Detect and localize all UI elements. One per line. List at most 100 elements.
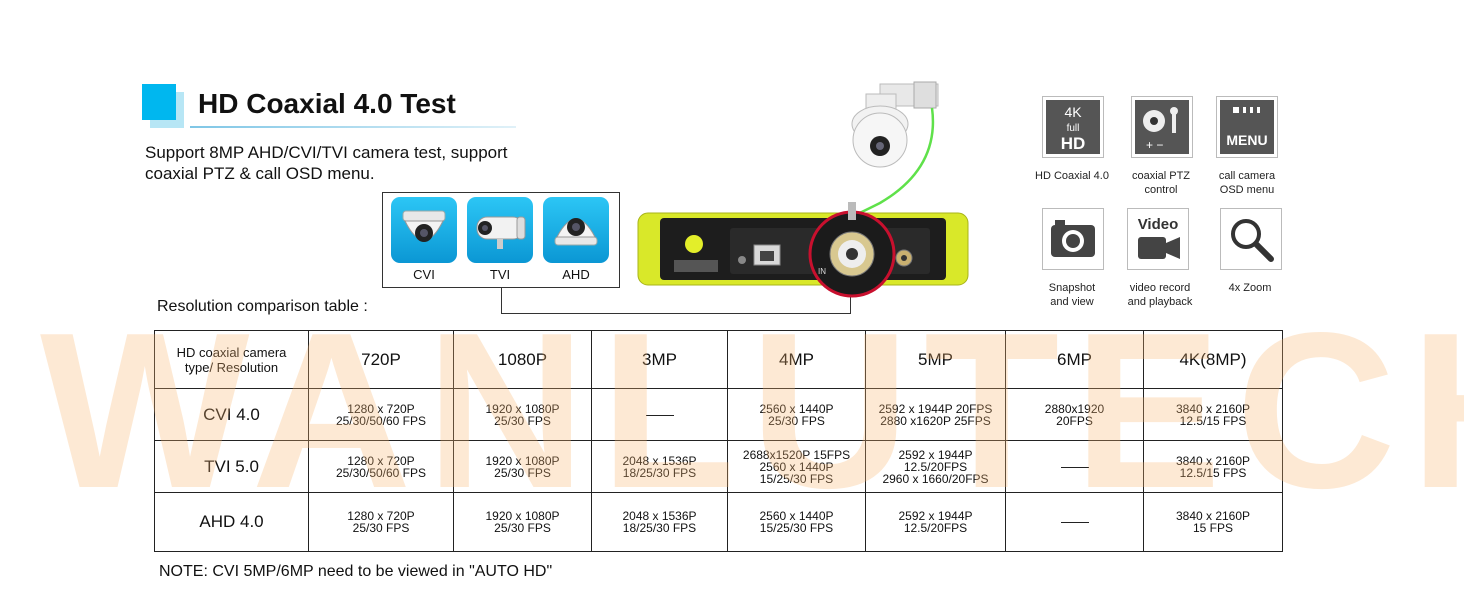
dome-camera-icon: [391, 197, 457, 263]
cell-line: 1920 x 1080P: [485, 509, 560, 523]
cell-line: 18/25/30 FPS: [622, 521, 697, 535]
cell-line: 25/30/50/60 FPS: [335, 413, 427, 428]
zoom-magnifier-icon: [1220, 208, 1282, 270]
column-header: 4K(8MP): [1143, 330, 1283, 389]
not-supported-dash: [1060, 522, 1089, 524]
subtitle-line-2: coaxial PTZ & call OSD menu.: [145, 164, 375, 183]
cell-line: 2048 x 1536P: [622, 453, 697, 468]
4k-full-hd-icon: 4K full HD: [1042, 96, 1104, 158]
svg-text:HD: HD: [1061, 134, 1086, 153]
cell-line: 3840 x 2160P: [1175, 401, 1251, 416]
svg-text:MENU: MENU: [1226, 132, 1267, 148]
ptz-camera-icon: [851, 81, 939, 168]
column-header: 5MP: [865, 330, 1006, 389]
camera-label-cvi: CVI: [413, 267, 435, 282]
cell-line: 1920 x 1080P: [485, 453, 560, 468]
menu-icon: MENU: [1216, 96, 1278, 158]
cell-line: 2880 x1620P 25FPS: [880, 413, 991, 428]
ptz-control-icon: + −: [1131, 96, 1193, 158]
row-header: CVI 4.0: [154, 388, 309, 441]
cell-line: 2880x1920: [1044, 401, 1105, 416]
cell-line: 2560 x 1440P: [759, 401, 834, 416]
camera-snapshot-icon: [1042, 208, 1104, 270]
cell-line: 2560 x 1440P: [759, 459, 834, 474]
cell-line: 2048 x 1536P: [622, 509, 697, 523]
cell-line: 20FPS: [1056, 413, 1093, 428]
cell-line: 25/30 FPS: [494, 521, 551, 535]
column-header: 3MP: [591, 330, 728, 389]
cell-line: 25/30 FPS: [352, 521, 410, 535]
cell-line: 2960 x 1660/20FPS: [882, 471, 989, 486]
cell-line: 2592 x 1944P: [898, 447, 973, 462]
svg-text:+ −: + −: [1146, 138, 1163, 152]
column-header: 1080P: [453, 330, 592, 389]
cell-line: 12.5/20FPS: [903, 459, 968, 474]
row-header: AHD 4.0: [154, 492, 309, 552]
cell-line: 25/30 FPS: [768, 413, 825, 428]
cell-line: 15/25/30 FPS: [759, 471, 834, 486]
tester-device: [637, 212, 969, 286]
feature-label: 4x Zoom: [1228, 282, 1272, 294]
connector-line: [850, 292, 851, 314]
camera-types-box: CVI TVI AHD: [382, 192, 620, 288]
bullet-camera-icon: [467, 197, 533, 263]
cell-line: 2688x1520P 15FPS: [742, 447, 851, 462]
connector-line: [501, 287, 502, 314]
column-header: 6MP: [1005, 330, 1144, 389]
cell-line: 3840 x 2160P: [1175, 453, 1251, 468]
cell-line: 2592 x 1944P: [898, 509, 973, 523]
cell-line: 12.5/15 FPS: [1179, 465, 1247, 480]
feature-label: HD Coaxial 4.0: [1035, 170, 1109, 182]
title-underline: [190, 126, 516, 128]
column-header: 720P: [308, 330, 454, 389]
camera-label-ahd: AHD: [562, 267, 590, 282]
cell-line: 12.5/15 FPS: [1179, 413, 1247, 428]
video-record-icon: Video: [1127, 208, 1189, 270]
cell-line: 1920 x 1080P: [485, 401, 560, 416]
cell-line: 12.5/20FPS: [903, 521, 968, 535]
title-marker: [142, 84, 176, 120]
row-header: TVI 5.0: [154, 440, 309, 493]
cell-line: 15 FPS: [1192, 521, 1234, 535]
port-label: IN: [818, 267, 826, 276]
device-illustration: IN: [637, 81, 969, 298]
subtitle-line-1: Support 8MP AHD/CVI/TVI camera test, sup…: [145, 143, 508, 162]
svg-text:full: full: [1067, 123, 1080, 134]
not-supported-dash: [645, 414, 674, 416]
column-header: 4MP: [727, 330, 866, 389]
cell-line: 2560 x 1440P: [759, 509, 834, 523]
cell-line: 1280 x 720P: [347, 453, 415, 468]
dome-camera-icon: [543, 197, 609, 263]
table-cell: [1005, 492, 1144, 552]
not-supported-dash: [1060, 466, 1089, 468]
table-caption: Resolution comparison table :: [157, 298, 368, 315]
cell-line: 25/30 FPS: [494, 413, 551, 428]
bnc-port-magnified: [808, 202, 896, 298]
connector-line: [501, 313, 851, 314]
cell-line: 25/30/50/60 FPS: [335, 465, 427, 480]
cell-line: 1280 x 720P: [347, 509, 415, 523]
